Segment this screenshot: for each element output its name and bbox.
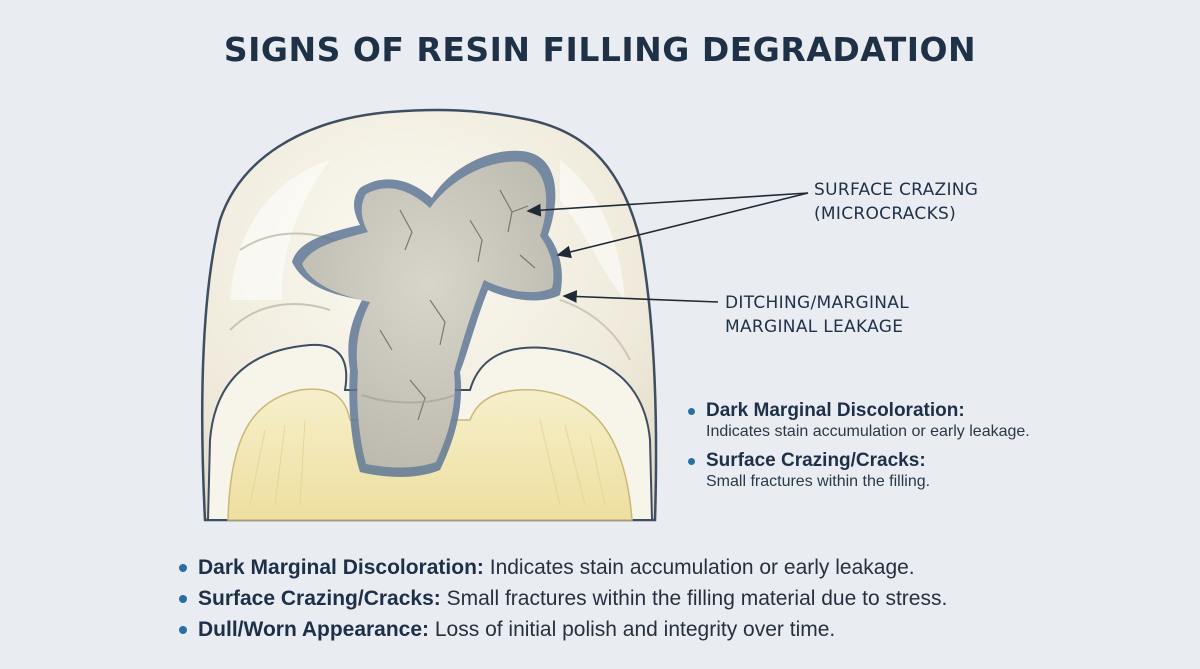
list-item: Dark Marginal Discoloration: Indicates s… (176, 552, 1076, 583)
bullet-icon (688, 458, 695, 465)
bottom-summary-list: Dark Marginal Discoloration: Indicates s… (176, 552, 1076, 645)
callout-surface-crazing: SURFACE CRAZING (MICROCRACKS) (814, 178, 978, 226)
callout-crazing-line1: SURFACE CRAZING (814, 180, 979, 200)
bullet-icon (688, 408, 695, 415)
list-item: Surface Crazing/Cracks: Small fractures … (686, 450, 1066, 492)
groove-left-2 (229, 303, 331, 331)
callout-ditching-line2: MARGINAL LEAKAGE (725, 317, 904, 337)
item-heading: Dark Marginal Discoloration: (198, 556, 490, 579)
item-description: Indicates stain accumulation or early le… (489, 556, 915, 579)
item-description: Small fractures within the filling. (706, 473, 931, 490)
list-item: Dark Marginal Discoloration: Indicates s… (686, 400, 1066, 442)
arrow-crazing-2 (556, 192, 809, 259)
bullet-icon (179, 626, 187, 634)
cusp-shading-right (560, 160, 625, 300)
item-description: Small fractures within the filling mater… (446, 587, 948, 610)
callout-ditching: DITCHING/MARGINAL MARGINAL LEAKAGE (725, 291, 909, 339)
item-heading: Dark Marginal Discoloration: (706, 400, 965, 421)
arrow-crazing-1 (526, 192, 809, 217)
item-heading: Dull/Worn Appearance: (198, 618, 435, 641)
item-heading: Surface Crazing/Cracks: (706, 450, 926, 471)
callout-crazing-line2: (MICROCRACKS) (814, 204, 957, 224)
list-item: Surface Crazing/Cracks: Small fractures … (176, 583, 1076, 614)
resin-filling (302, 161, 554, 468)
item-description: Indicates stain accumulation or early le… (706, 423, 1030, 440)
bullet-icon (179, 564, 187, 572)
item-description: Loss of initial polish and integrity ove… (434, 618, 836, 641)
item-heading: Surface Crazing/Cracks: (198, 587, 447, 610)
arrow-ditching (562, 290, 719, 303)
side-summary-list: Dark Marginal Discoloration: Indicates s… (686, 400, 1066, 500)
groove-right (559, 299, 631, 361)
bullet-icon (179, 595, 187, 603)
list-item: Dull/Worn Appearance: Loss of initial po… (176, 614, 1076, 645)
page-title: SIGNS OF RESIN FILLING DEGRADATION (223, 30, 977, 69)
cusp-shading-left (230, 160, 330, 300)
callout-ditching-line1: DITCHING/MARGINAL (725, 293, 909, 313)
